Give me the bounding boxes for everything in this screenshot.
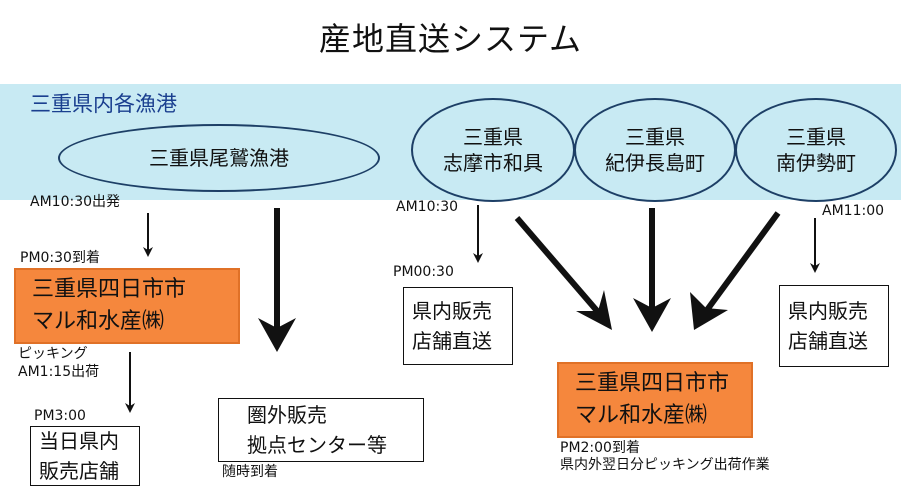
pm2-arrive-time: PM2:00到着 (560, 440, 640, 456)
center-line-2: 拠点センター等 (247, 433, 387, 457)
port-kii-nagashima: 三重県 紀伊長島町 (574, 98, 736, 202)
company-box-right: 三重県四日市市 マル和水産㈱ (557, 362, 753, 438)
anytime-arrival: 随時到着 (222, 464, 278, 480)
shima-depart-time: AM10:30 (396, 199, 459, 215)
minamiise-depart-time: AM11:00 (822, 203, 885, 219)
company-line-2: マル和水産㈱ (32, 309, 165, 334)
band-label: 三重県内各漁港 (30, 92, 177, 116)
page-title: 産地直送システム (318, 20, 583, 58)
direct-stores-box-shima: 県内販売 店舗直送 (403, 287, 513, 365)
arrow-kiinagashima-to-yokkaichi (633, 208, 671, 332)
company-line-2: マル和水産㈱ (575, 403, 708, 428)
direct-line-2: 店舗直送 (412, 329, 492, 353)
company-box-left: 三重県四日市市 マル和水産㈱ (14, 268, 240, 344)
direct-line-1: 県内販売 (412, 299, 492, 323)
arrow-owase-to-center (258, 208, 296, 352)
owase-depart-time: AM10:30出発 (30, 194, 121, 210)
same-day-line-2: 販売店舗 (39, 459, 119, 483)
picking-time: ピッキング AM1:15出荷 (18, 346, 100, 380)
next-day-picking: 県内外翌日分ピッキング出荷作業 (560, 457, 770, 473)
company-line-1: 三重県四日市市 (32, 277, 187, 303)
company-line-1: 三重県四日市市 (575, 371, 730, 397)
arrow-minamiise-to-yokkaichi (690, 211, 781, 330)
same-day-stores-box: 当日県内 販売店舗 (30, 426, 140, 486)
center-line-1: 圏外販売 (247, 403, 327, 427)
port-shima-wagu: 三重県 志摩市和具 (411, 98, 575, 202)
port-minami-ise: 三重県 南伊勢町 (735, 98, 897, 202)
yokkaichi-arrive-time: PM0:30到着 (20, 250, 100, 266)
direct-stores-box-minamiise: 県内販売 店舗直送 (779, 285, 889, 367)
direct-line-1: 県内販売 (788, 299, 868, 323)
pm3-time: PM3:00 (34, 408, 86, 424)
pm0030-time: PM00:30 (393, 264, 454, 280)
direct-line-2: 店舗直送 (788, 329, 868, 353)
distribution-center-box: 圏外販売 拠点センター等 (218, 398, 424, 462)
port-owase: 三重県尾鷲漁港 (58, 124, 380, 192)
same-day-line-1: 当日県内 (39, 429, 119, 453)
arrow-shima-to-yokkaichi (514, 216, 612, 330)
